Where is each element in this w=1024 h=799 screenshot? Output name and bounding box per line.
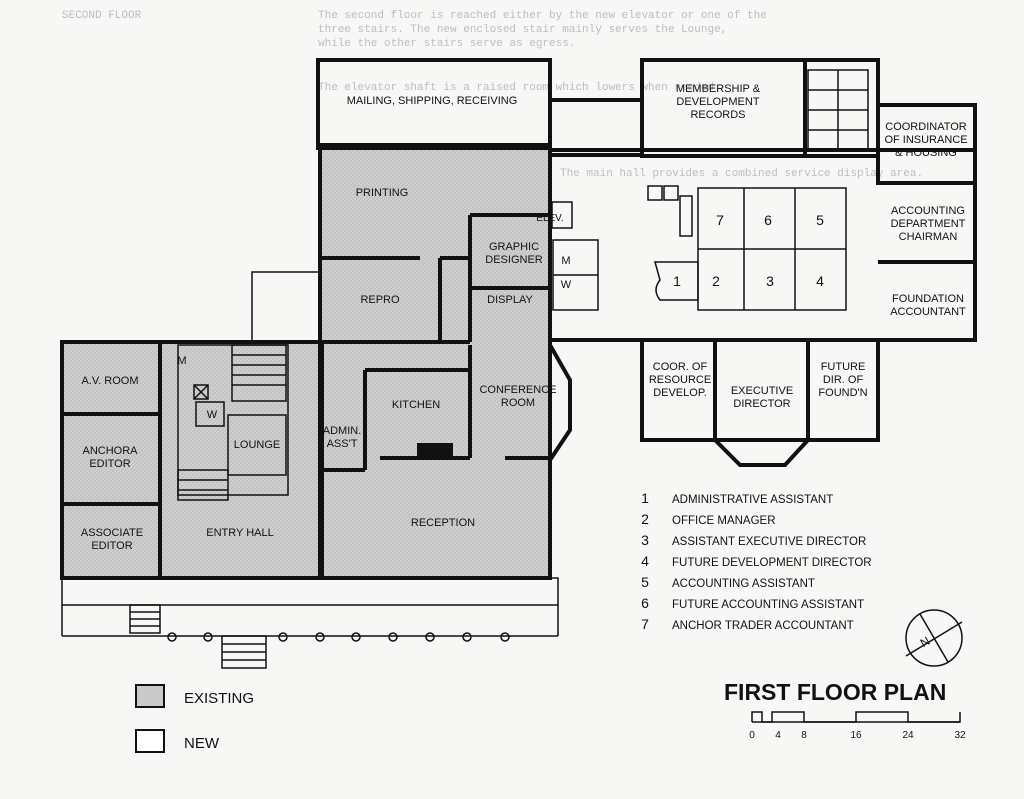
scale-tick-label: 8	[801, 730, 807, 741]
legend-label: ADMINISTRATIVE ASSISTANT	[672, 494, 833, 506]
room-labels: MAILING, SHIPPING, RECEIVING PRINTING EL…	[81, 83, 968, 552]
walls	[60, 58, 977, 580]
workstation-number: 1	[673, 273, 681, 289]
room-label-reception: RECEPTION	[411, 517, 475, 529]
workstation-number: 5	[816, 212, 824, 228]
room-label-display: DISPLAY	[487, 294, 533, 306]
scale-tick-label: 0	[749, 730, 755, 741]
room-label-repro: REPRO	[360, 294, 400, 306]
scale-tick-label: 16	[850, 730, 862, 741]
scale-tick-label: 24	[902, 730, 914, 741]
new-swatch	[135, 729, 165, 753]
front-porch	[61, 577, 559, 669]
legend-label: OFFICE MANAGER	[672, 515, 776, 527]
legend-number: 6	[641, 595, 649, 611]
scale-bar: 0 4 8 16 24 32	[749, 711, 966, 741]
existing-swatch	[135, 684, 165, 708]
room-label-kitchen: KITCHEN	[392, 399, 440, 411]
legend-number: 1	[641, 490, 649, 506]
room-label-printing: PRINTING	[356, 187, 409, 199]
legend-number: 7	[641, 616, 649, 632]
header-note-line: The main hall provides a combined servic…	[560, 168, 923, 180]
room-label-entry-hall: ENTRY HALL	[206, 527, 273, 539]
restroom-label-men: M	[561, 255, 570, 267]
header-note-line: The second floor is reached either by th…	[318, 10, 767, 22]
header-note: SECOND FLOOR The second floor is reached…	[62, 10, 923, 180]
legend-number: 3	[641, 532, 649, 548]
legend-label: ANCHOR TRADER ACCOUNTANT	[672, 620, 854, 632]
workstation-number: 6	[764, 212, 772, 228]
restroom-label-men-west: M	[177, 355, 186, 367]
page-title: FIRST FLOOR PLAN	[724, 679, 946, 705]
room-label-mailing: MAILING, SHIPPING, RECEIVING	[347, 95, 518, 107]
legend-number: 5	[641, 574, 649, 590]
workstation-number: 3	[766, 273, 774, 289]
room-label-av: A.V. ROOM	[81, 375, 138, 387]
scale-tick-label: 4	[775, 730, 781, 741]
legend-number: 4	[641, 553, 649, 569]
room-label-admin-asst: ADMIN.ASS'T	[323, 425, 362, 450]
workstation-number: 7	[716, 212, 724, 228]
legend-label: FUTURE ACCOUNTING ASSISTANT	[672, 599, 864, 611]
header-note-heading: SECOND FLOOR	[62, 10, 142, 22]
legend-label: ASSISTANT EXECUTIVE DIRECTOR	[672, 536, 866, 548]
workstation-number: 4	[816, 273, 824, 289]
room-label-lounge: LOUNGE	[234, 439, 280, 451]
workstation-numbers: 7 6 5 1 2 3 4	[673, 212, 824, 289]
legend-label: ACCOUNTING ASSISTANT	[672, 578, 815, 590]
legend-label: FUTURE DEVELOPMENT DIRECTOR	[672, 557, 872, 569]
workstation-legend: 1 ADMINISTRATIVE ASSISTANT 2 OFFICE MANA…	[641, 490, 871, 632]
header-note-line: The elevator shaft is a raised room whic…	[318, 82, 721, 94]
restroom-label-women: W	[561, 279, 572, 291]
workstation-number: 2	[712, 273, 720, 289]
header-note-line: while the other stairs serve as egress.	[318, 38, 575, 50]
north-arrow-icon: N	[905, 609, 963, 667]
key-label-new: NEW	[184, 735, 220, 752]
room-label-elevator: ELEV.	[536, 213, 563, 224]
legend-number: 2	[641, 511, 649, 527]
key-label-existing: EXISTING	[184, 690, 254, 707]
restroom-label-women-west: W	[207, 409, 218, 421]
header-note-line: three stairs. The new enclosed stair mai…	[318, 24, 727, 36]
existing-building-shading	[62, 145, 550, 578]
material-key: EXISTING NEW	[135, 684, 254, 753]
scale-tick-label: 32	[954, 730, 966, 741]
